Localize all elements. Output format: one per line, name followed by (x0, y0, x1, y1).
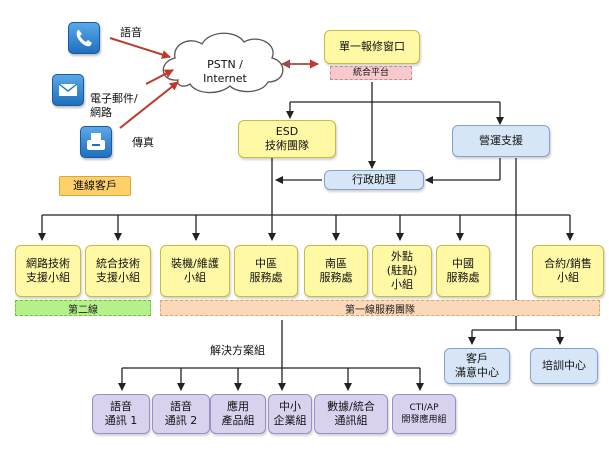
solution-voice-comm-1: 語音 通訊 1 (92, 394, 150, 434)
tier1-bar: 第一線服務團隊 (160, 300, 600, 316)
solution-smb: 中小 企業組 (268, 394, 312, 434)
contract-sales-team: 合約/銷售 小組 (532, 245, 604, 297)
incoming-customer-label: 進線客戶 (59, 176, 131, 196)
fax-icon (80, 126, 112, 158)
email-icon (52, 74, 84, 106)
email-channel-label: 電子郵件/ 網路 (90, 92, 138, 119)
install-maintenance-team: 裝機/維護 小組 (160, 245, 230, 297)
solution-data-unified-comm: 數據/統合 通訊組 (314, 394, 388, 434)
single-repair-window: 單一報修窗口 (324, 30, 420, 64)
integration-platform-label: 統合平台 (330, 66, 412, 80)
central-region-office: 中區 服務處 (234, 245, 298, 297)
solutions-group-title: 解決方案組 (210, 344, 265, 357)
tier2-bar: 第二線 (15, 300, 151, 316)
phone-icon (68, 22, 100, 54)
integrated-tech-support-team: 統合技術 支援小組 (85, 245, 151, 297)
fax-channel-label: 傳真 (132, 136, 154, 149)
admin-assistant: 行政助理 (324, 170, 424, 190)
customer-satisfaction-center: 客戶 滿意中心 (444, 348, 510, 384)
external-site-team: 外點 (駐點) 小組 (372, 245, 432, 297)
solution-application-products: 應用 產品組 (210, 394, 266, 434)
solution-cti-ap-dev: CTI/AP 開發應用組 (392, 394, 456, 434)
network-tech-support-team: 網路技術 支援小組 (15, 245, 81, 297)
esd-tech-team: ESD 技術團隊 (238, 120, 336, 158)
pstn-internet-cloud (162, 32, 284, 94)
training-center: 培訓中心 (530, 348, 598, 384)
southern-region-office: 南區 服務處 (304, 245, 368, 297)
operations-support: 營運支援 (452, 125, 550, 157)
solution-voice-comm-2: 語音 通訊 2 (152, 394, 210, 434)
china-service-office: 中國 服務處 (436, 245, 490, 297)
voice-channel-label: 語音 (120, 26, 142, 39)
pstn-internet-label: PSTN / Internet (203, 58, 247, 85)
